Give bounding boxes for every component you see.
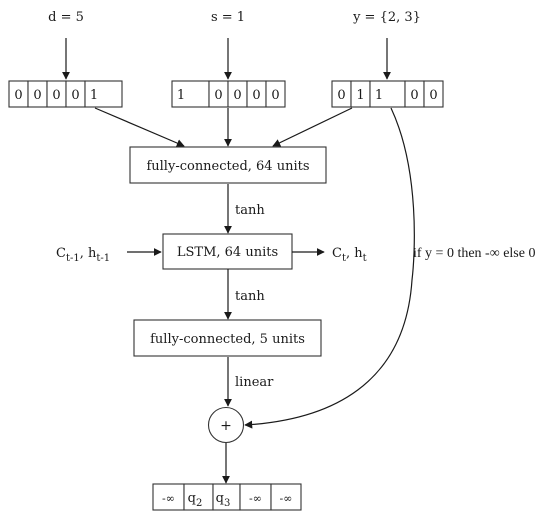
vector-cell: 0 xyxy=(71,88,79,103)
edge-mask-to-sum xyxy=(244,107,415,429)
vector-cell: 0 xyxy=(14,88,22,103)
state-out-label: Ct, ht xyxy=(332,246,367,264)
output-vector: -∞ q2 q3 -∞ -∞ xyxy=(152,483,302,511)
vector-cell: 1 xyxy=(356,88,364,103)
vector-cell: 0 xyxy=(33,88,41,103)
input-s-label: s = 1 xyxy=(211,10,245,25)
lstm-box xyxy=(162,233,293,270)
activation-linear: linear xyxy=(235,375,274,390)
vector-cell: 0 xyxy=(337,88,345,103)
output-cell: -∞ xyxy=(249,492,262,505)
vector-cell: 0 xyxy=(410,88,418,103)
edge-y-to-fc1 xyxy=(272,107,353,147)
vector-cell: 0 xyxy=(52,88,60,103)
output-cell: -∞ xyxy=(162,492,175,505)
output-cell: q2 xyxy=(188,491,203,509)
input-d-label: d = 5 xyxy=(48,10,84,25)
fc1-label: fully-connected, 64 units xyxy=(146,159,309,174)
activation-tanh-2: tanh xyxy=(235,289,265,304)
vector-cell: 0 xyxy=(252,88,260,103)
sum-node xyxy=(207,406,245,444)
state-in-label: Ct-1, ht-1 xyxy=(56,246,110,264)
input-d-vector: 0 0 0 0 1 xyxy=(8,80,123,108)
input-y-vector: 0 1 1 0 0 xyxy=(331,80,444,108)
vector-cell: 1 xyxy=(90,88,98,103)
activation-tanh-1: tanh xyxy=(235,203,265,218)
vector-cell: 0 xyxy=(271,88,279,103)
input-s-vector: 1 0 0 0 0 xyxy=(171,80,286,108)
input-y-label: y = {2, 3} xyxy=(352,10,421,25)
vector-cell: 0 xyxy=(429,88,437,103)
fc2-label: fully-connected, 5 units xyxy=(150,332,305,347)
vector-cell: 0 xyxy=(233,88,241,103)
lstm-label: LSTM, 64 units xyxy=(177,245,278,260)
sum-symbol: + xyxy=(220,418,232,434)
output-cell: -∞ xyxy=(280,492,293,505)
mask-label: if y = 0 then -∞ else 0 xyxy=(413,246,535,261)
fc2-box xyxy=(133,319,322,357)
edge-d-to-fc1 xyxy=(94,107,185,147)
vector-cell: 1 xyxy=(375,88,383,103)
vector-cell: 1 xyxy=(177,88,185,103)
fc1-box xyxy=(129,146,327,184)
vector-cell: 0 xyxy=(214,88,222,103)
output-cell: q3 xyxy=(216,491,231,509)
